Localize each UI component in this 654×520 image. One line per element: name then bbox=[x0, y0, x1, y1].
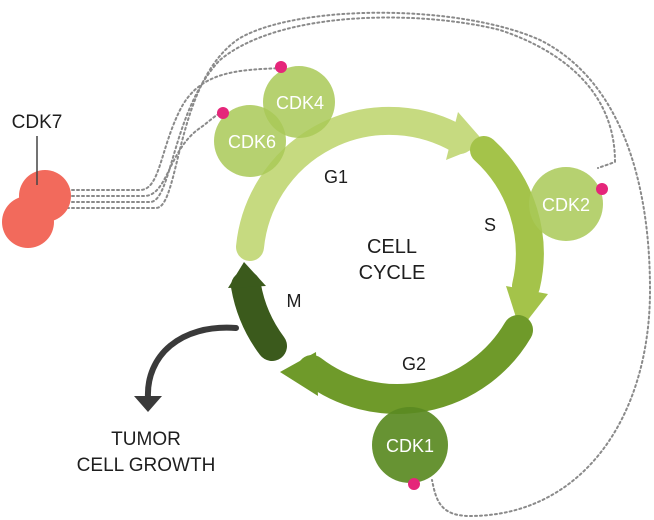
center-label-line2: CYCLE bbox=[359, 262, 426, 284]
connector-to-cdk1 bbox=[61, 11, 652, 518]
phase-label-m: M bbox=[287, 291, 302, 311]
phase-label-s: S bbox=[484, 215, 496, 235]
g2-arrowhead bbox=[280, 352, 318, 396]
cdk7-complex: CDK7 bbox=[2, 112, 71, 248]
cdk6-complex: CDK6 bbox=[214, 105, 286, 177]
cdk2-label: CDK2 bbox=[542, 195, 590, 215]
cdk6-phospho-dot bbox=[217, 107, 229, 119]
connector-to-cdk6 bbox=[61, 112, 221, 197]
cdk7-dotted-connectors bbox=[61, 11, 652, 518]
cdk4-label: CDK4 bbox=[276, 93, 324, 113]
connector-to-cdk4 bbox=[61, 67, 283, 191]
cdk2-circle bbox=[529, 167, 603, 241]
cell-cycle-ring bbox=[228, 106, 548, 414]
m-arc bbox=[231, 271, 287, 361]
phase-label-g2: G2 bbox=[402, 354, 426, 374]
phase-label-g1: G1 bbox=[324, 167, 348, 187]
cdk4-complex: CDK4 bbox=[263, 61, 335, 138]
cdk2-complex: CDK2 bbox=[529, 167, 608, 241]
cdk6-circle bbox=[214, 105, 286, 177]
g2-arc bbox=[297, 315, 533, 414]
tumor-growth-arrowhead bbox=[134, 396, 162, 412]
cdk1-label: CDK1 bbox=[386, 436, 434, 456]
g1-arc bbox=[236, 106, 474, 261]
cdk1-phospho-dot bbox=[408, 478, 420, 490]
outcome-label-line1: TUMOR bbox=[111, 429, 181, 450]
cdk7-label: CDK7 bbox=[12, 112, 63, 133]
cdk1-circle bbox=[372, 407, 448, 483]
outcome-label-line2: CELL GROWTH bbox=[77, 455, 216, 476]
s-arc bbox=[470, 136, 544, 300]
tumor-growth-arrow bbox=[134, 324, 239, 412]
cdk4-phospho-dot bbox=[275, 61, 287, 73]
cdk2-phospho-dot bbox=[596, 183, 608, 195]
connector-to-cdk2 bbox=[61, 16, 617, 203]
center-label-line1: CELL bbox=[367, 236, 417, 258]
cdk6-label: CDK6 bbox=[228, 132, 276, 152]
cdk7-blob-bottom bbox=[2, 196, 54, 248]
cdk4-circle bbox=[263, 66, 335, 138]
m-arrowhead bbox=[228, 262, 266, 288]
cdk1-complex: CDK1 bbox=[372, 407, 448, 490]
